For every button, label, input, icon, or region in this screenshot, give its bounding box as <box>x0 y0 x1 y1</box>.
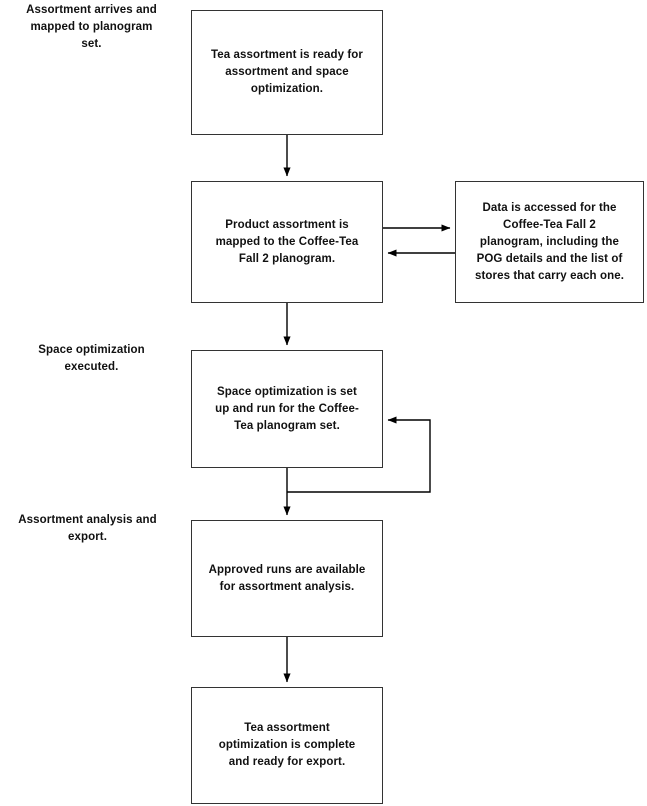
stage-space-optimization: Space optimization executed. <box>4 342 179 376</box>
node-text-line: POG details and the list of <box>476 252 623 265</box>
node-text: Approved runs are available for assortmen… <box>209 562 366 596</box>
node-text-line: mapped to the Coffee-Tea <box>215 235 359 248</box>
stage-label-line: set. <box>81 38 102 50</box>
node-approved-runs[interactable]: Approved runs are available for assortmen… <box>191 520 383 637</box>
node-text-line: Coffee-Tea Fall 2 <box>503 218 596 231</box>
stage-label-line: Assortment arrives and <box>26 4 157 16</box>
node-text: Product assortment is mapped to the Coffe… <box>216 217 359 268</box>
stage-label-line: executed. <box>64 361 119 373</box>
node-text: Tea assortment is ready for assortment an… <box>211 47 363 98</box>
node-text-line: Data is accessed for the <box>482 201 617 214</box>
node-product-assortment-mapped[interactable]: Product assortment is mapped to the Coffe… <box>191 181 383 303</box>
node-text-line: Approved runs are available <box>208 563 366 576</box>
node-text-line: planogram, including the <box>479 235 620 248</box>
node-text-line: Product assortment is <box>225 218 349 231</box>
node-text-line: for assortment analysis. <box>219 580 355 593</box>
stage-label-line: Assortment analysis and <box>18 514 157 526</box>
node-space-optimization-run[interactable]: Space optimization is set up and run for … <box>191 350 383 468</box>
node-text-line: up and run for the Coffee- <box>215 402 359 415</box>
node-text-line: Fall 2 planogram. <box>238 252 336 265</box>
stage-assortment-analysis: Assortment analysis and export. <box>0 512 175 546</box>
node-tea-assortment-ready[interactable]: Tea assortment is ready for assortment an… <box>191 10 383 135</box>
stage-label-line: mapped to planogram <box>30 21 153 33</box>
node-text-line: stores that carry each one. <box>474 269 625 282</box>
node-text-line: assortment and space <box>225 66 349 78</box>
node-text-line: Tea assortment <box>244 722 330 734</box>
node-text-line: Tea planogram set. <box>234 419 340 432</box>
stage-label-line: Space optimization <box>38 344 145 356</box>
stage-label-line: export. <box>67 531 108 543</box>
node-text: Tea assortment optimization is complete an… <box>219 720 356 771</box>
node-text-line: optimization. <box>250 83 324 95</box>
node-optimization-complete[interactable]: Tea assortment optimization is complete an… <box>191 687 383 804</box>
node-text-line: and ready for export. <box>228 756 346 768</box>
node-text-line: Tea assortment is ready for <box>210 49 364 61</box>
node-text-line: Space optimization is set <box>217 385 357 398</box>
node-text-line: optimization is complete <box>218 739 356 751</box>
stage-assortment-arrives: Assortment arrives and mapped to planogra… <box>4 2 179 53</box>
node-text: Space optimization is set up and run for … <box>215 384 359 435</box>
